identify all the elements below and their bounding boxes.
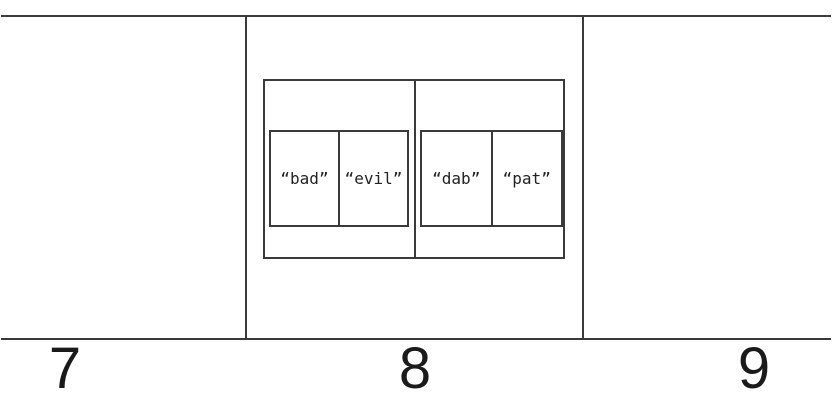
band-top-rule — [1, 15, 831, 17]
page-box-left: “bad” “evil” — [269, 130, 409, 227]
bucket8-node-divider — [414, 79, 416, 259]
band-bottom-rule — [1, 338, 831, 340]
page-box-right: “dab” “pat” — [420, 130, 563, 227]
index-label-8: 8 — [398, 336, 432, 400]
index-label-7: 7 — [48, 336, 82, 400]
bucket-divider-7-8 — [245, 15, 247, 340]
cell-evil: “evil” — [338, 132, 407, 225]
index-label-9: 9 — [737, 336, 771, 400]
cell-dab: “dab” — [432, 168, 481, 188]
cell-bad: “bad” — [280, 168, 329, 188]
bucket-divider-8-9 — [582, 15, 584, 340]
cell-pat: “pat” — [490, 132, 562, 225]
